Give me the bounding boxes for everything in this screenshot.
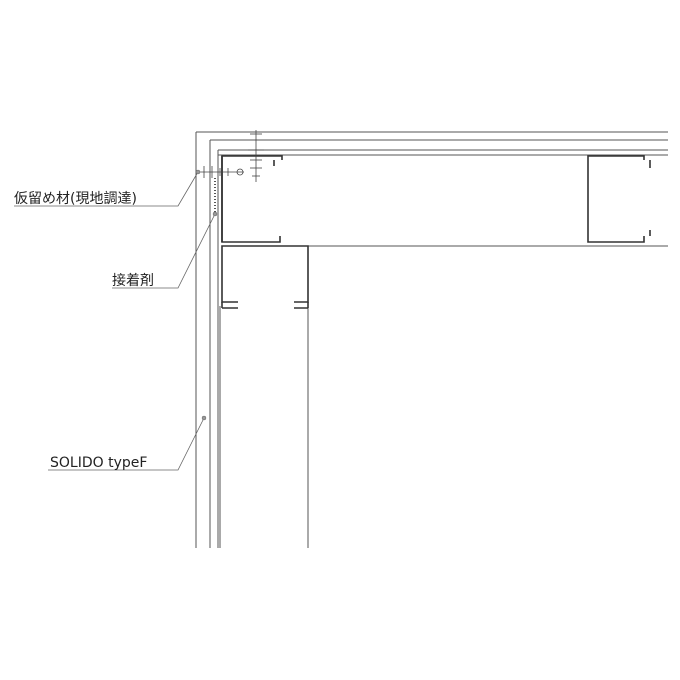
leader-dot-icon: [195, 169, 201, 175]
vertical-wall: [219, 306, 309, 548]
solido-panel: [195, 131, 668, 548]
leader-adhesive: [112, 211, 218, 289]
leader-dot-icon: [212, 211, 218, 217]
screw-icon: [200, 166, 244, 178]
leader-dot-icon: [201, 415, 207, 421]
label-panel: SOLIDO typeF: [50, 455, 147, 471]
label-temporary-fixing: 仮留め材(現地調達): [14, 191, 137, 207]
screw-icon: [248, 130, 264, 182]
label-adhesive: 接着剤: [112, 272, 154, 289]
leader-temporary-fixing: [14, 169, 201, 207]
right-stud: [587, 155, 651, 243]
leader-panel: [48, 415, 207, 471]
vertical-stud: [221, 245, 309, 309]
corner-stud-top: [221, 155, 283, 243]
